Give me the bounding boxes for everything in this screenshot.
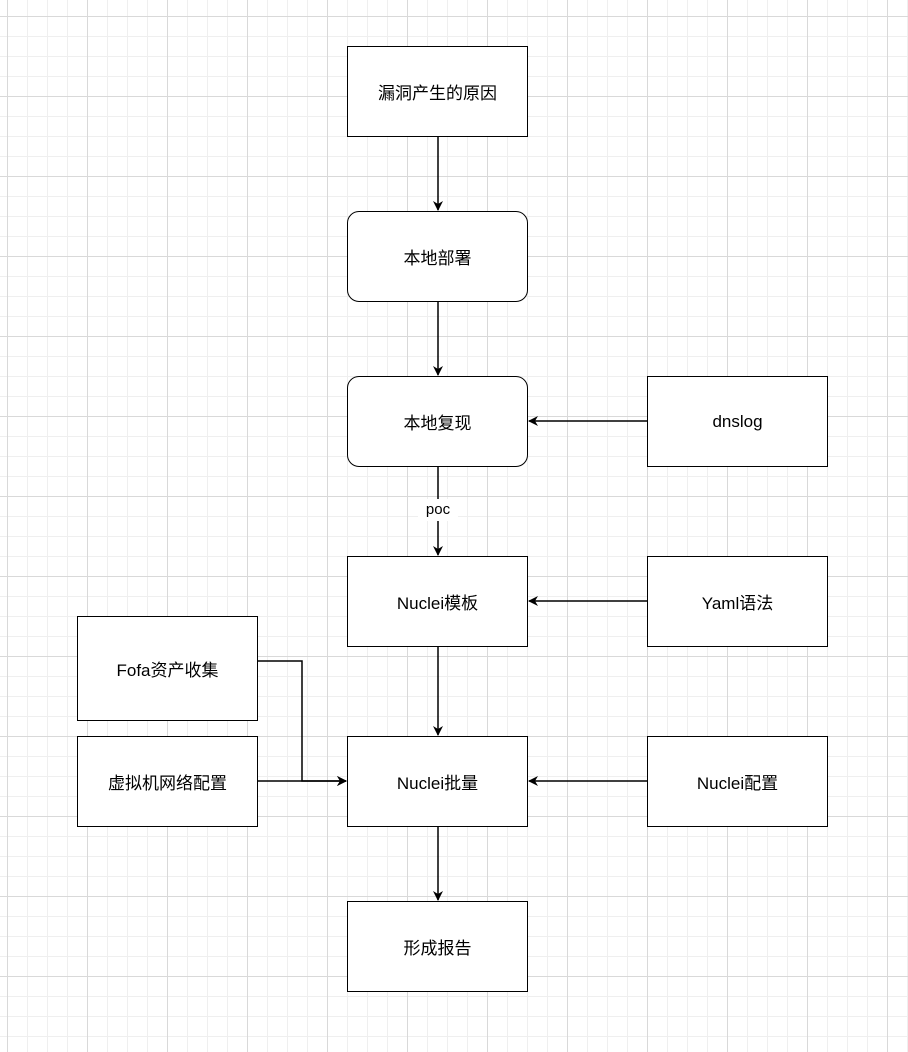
edge-fofa-to-batch	[258, 660, 347, 786]
node-local-deploy: 本地部署	[347, 211, 528, 302]
node-nuclei-batch: Nuclei批量	[347, 736, 528, 827]
node-vm-network-config: 虚拟机网络配置	[77, 736, 258, 827]
node-local-reproduce: 本地复现	[347, 376, 528, 467]
node-yaml-syntax: Yaml语法	[647, 556, 828, 647]
node-local-deploy-label: 本地部署	[403, 249, 472, 268]
node-fofa-asset-collection-label: Fofa资产收集	[116, 661, 219, 680]
node-vulnerability-cause-label: 漏洞产生的原因	[378, 84, 497, 103]
node-dnslog-label: dnslog	[712, 411, 763, 431]
node-yaml-syntax-label: Yaml语法	[701, 594, 774, 613]
node-vulnerability-cause: 漏洞产生的原因	[347, 46, 528, 137]
edge-label-poc: poc	[418, 499, 458, 521]
node-nuclei-batch-label: Nuclei批量	[396, 774, 479, 793]
node-report-label: 形成报告	[403, 939, 472, 958]
node-dnslog: dnslog	[647, 376, 828, 467]
node-fofa-asset-collection: Fofa资产收集	[77, 616, 258, 721]
node-vm-network-config-label: 虚拟机网络配置	[108, 774, 227, 793]
node-nuclei-config: Nuclei配置	[647, 736, 828, 827]
node-nuclei-template-label: Nuclei模板	[396, 594, 479, 613]
node-nuclei-template: Nuclei模板	[347, 556, 528, 647]
node-local-reproduce-label: 本地复现	[403, 414, 472, 433]
node-nuclei-config-label: Nuclei配置	[696, 774, 779, 793]
node-report: 形成报告	[347, 901, 528, 992]
